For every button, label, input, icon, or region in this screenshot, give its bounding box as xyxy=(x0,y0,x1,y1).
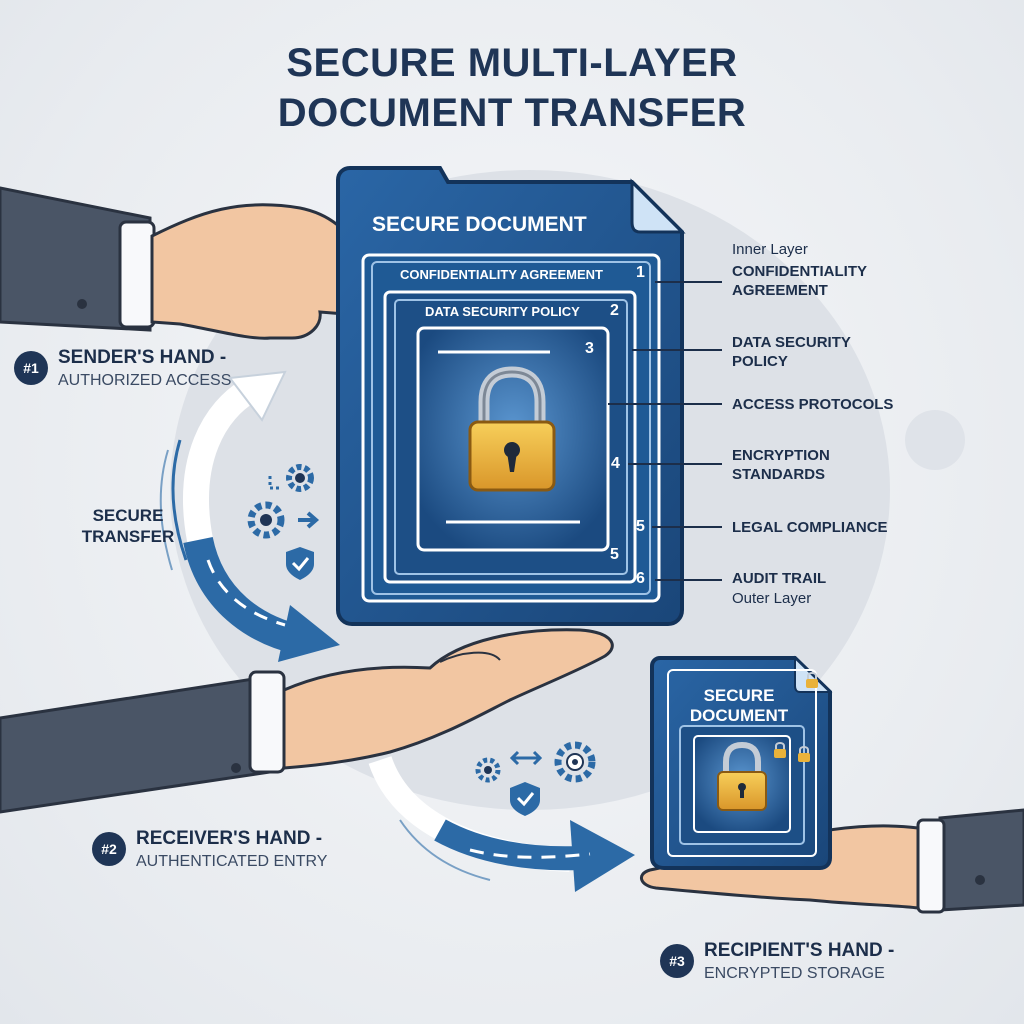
receiver-hand xyxy=(0,628,614,814)
step-1-badge: #1 xyxy=(14,351,48,385)
shield-check-icon xyxy=(510,782,540,816)
secure-document-main xyxy=(336,166,686,626)
step-3-title: RECIPIENT'S HAND - xyxy=(704,940,895,961)
layer-number-1: 1 xyxy=(636,264,645,281)
layer-number-2: 2 xyxy=(610,302,619,319)
transfer-arrow-lower xyxy=(368,755,635,892)
inner-layer-label: Inner Layer xyxy=(732,241,808,258)
arrow-icon xyxy=(298,511,320,529)
layer-label-access-protocols: ACCESS PROTOCOLS xyxy=(732,396,894,413)
layer-label-encryption: ENCRYPTION STANDARDS xyxy=(732,447,830,483)
layer-label-data-security: DATA SECURITY POLICY xyxy=(732,334,851,370)
document-title: SECURE DOCUMENT xyxy=(372,213,587,236)
gear-icon xyxy=(475,757,501,783)
padlock-icon xyxy=(798,746,810,762)
step-1-subtitle: AUTHORIZED ACCESS xyxy=(58,372,232,389)
step-2-badge: #2 xyxy=(92,832,126,866)
padlock-icon xyxy=(774,742,786,758)
secure-document-small xyxy=(650,655,833,870)
arrow-icon xyxy=(509,750,543,766)
page-title: SECURE MULTI-LAYER DOCUMENT TRANSFER xyxy=(0,38,1024,138)
layer-number-4: 4 xyxy=(611,455,620,472)
sender-hand xyxy=(0,186,385,340)
keyhole-gear-icon xyxy=(554,741,596,783)
layer-number-6: 6 xyxy=(636,570,645,587)
document-layer-1-label: CONFIDENTIALITY AGREEMENT xyxy=(400,267,603,282)
gear-icon xyxy=(247,501,285,539)
arrow-icon xyxy=(268,476,280,490)
step-1-title: SENDER'S HAND - xyxy=(58,347,227,368)
layer-label-audit-trail: AUDIT TRAIL xyxy=(732,570,827,587)
layer-number-5a: 5 xyxy=(636,518,645,535)
step-3-badge: #3 xyxy=(660,944,694,978)
layer-label-confidentiality: CONFIDENTIALITY AGREEMENT xyxy=(732,263,867,299)
outer-layer-label: Outer Layer xyxy=(732,590,812,607)
title-line-1: SECURE MULTI-LAYER xyxy=(286,41,738,85)
background-blob-small xyxy=(905,410,965,470)
transfer-arrow-upper xyxy=(159,370,340,662)
padlock-icon xyxy=(717,741,767,811)
padlock-icon xyxy=(468,366,556,492)
document-layer-2-label: DATA SECURITY POLICY xyxy=(425,304,580,319)
step-3-subtitle: ENCRYPTED STORAGE xyxy=(704,965,885,982)
step-2-title: RECEIVER'S HAND - xyxy=(136,828,323,849)
shield-check-icon xyxy=(286,547,314,580)
layer-label-legal-compliance: LEGAL COMPLIANCE xyxy=(732,519,888,536)
layer-leader-lines xyxy=(608,281,722,581)
layer-number-3: 3 xyxy=(585,340,594,357)
padlock-icon xyxy=(806,672,818,688)
title-line-2: DOCUMENT TRANSFER xyxy=(277,91,747,135)
step-2-subtitle: AUTHENTICATED ENTRY xyxy=(136,853,328,870)
secure-transfer-label: SECURE TRANSFER xyxy=(81,506,175,546)
small-document-title: SECURE DOCUMENT xyxy=(689,686,789,725)
gear-icon xyxy=(286,464,314,492)
layer-number-5b: 5 xyxy=(610,546,619,563)
